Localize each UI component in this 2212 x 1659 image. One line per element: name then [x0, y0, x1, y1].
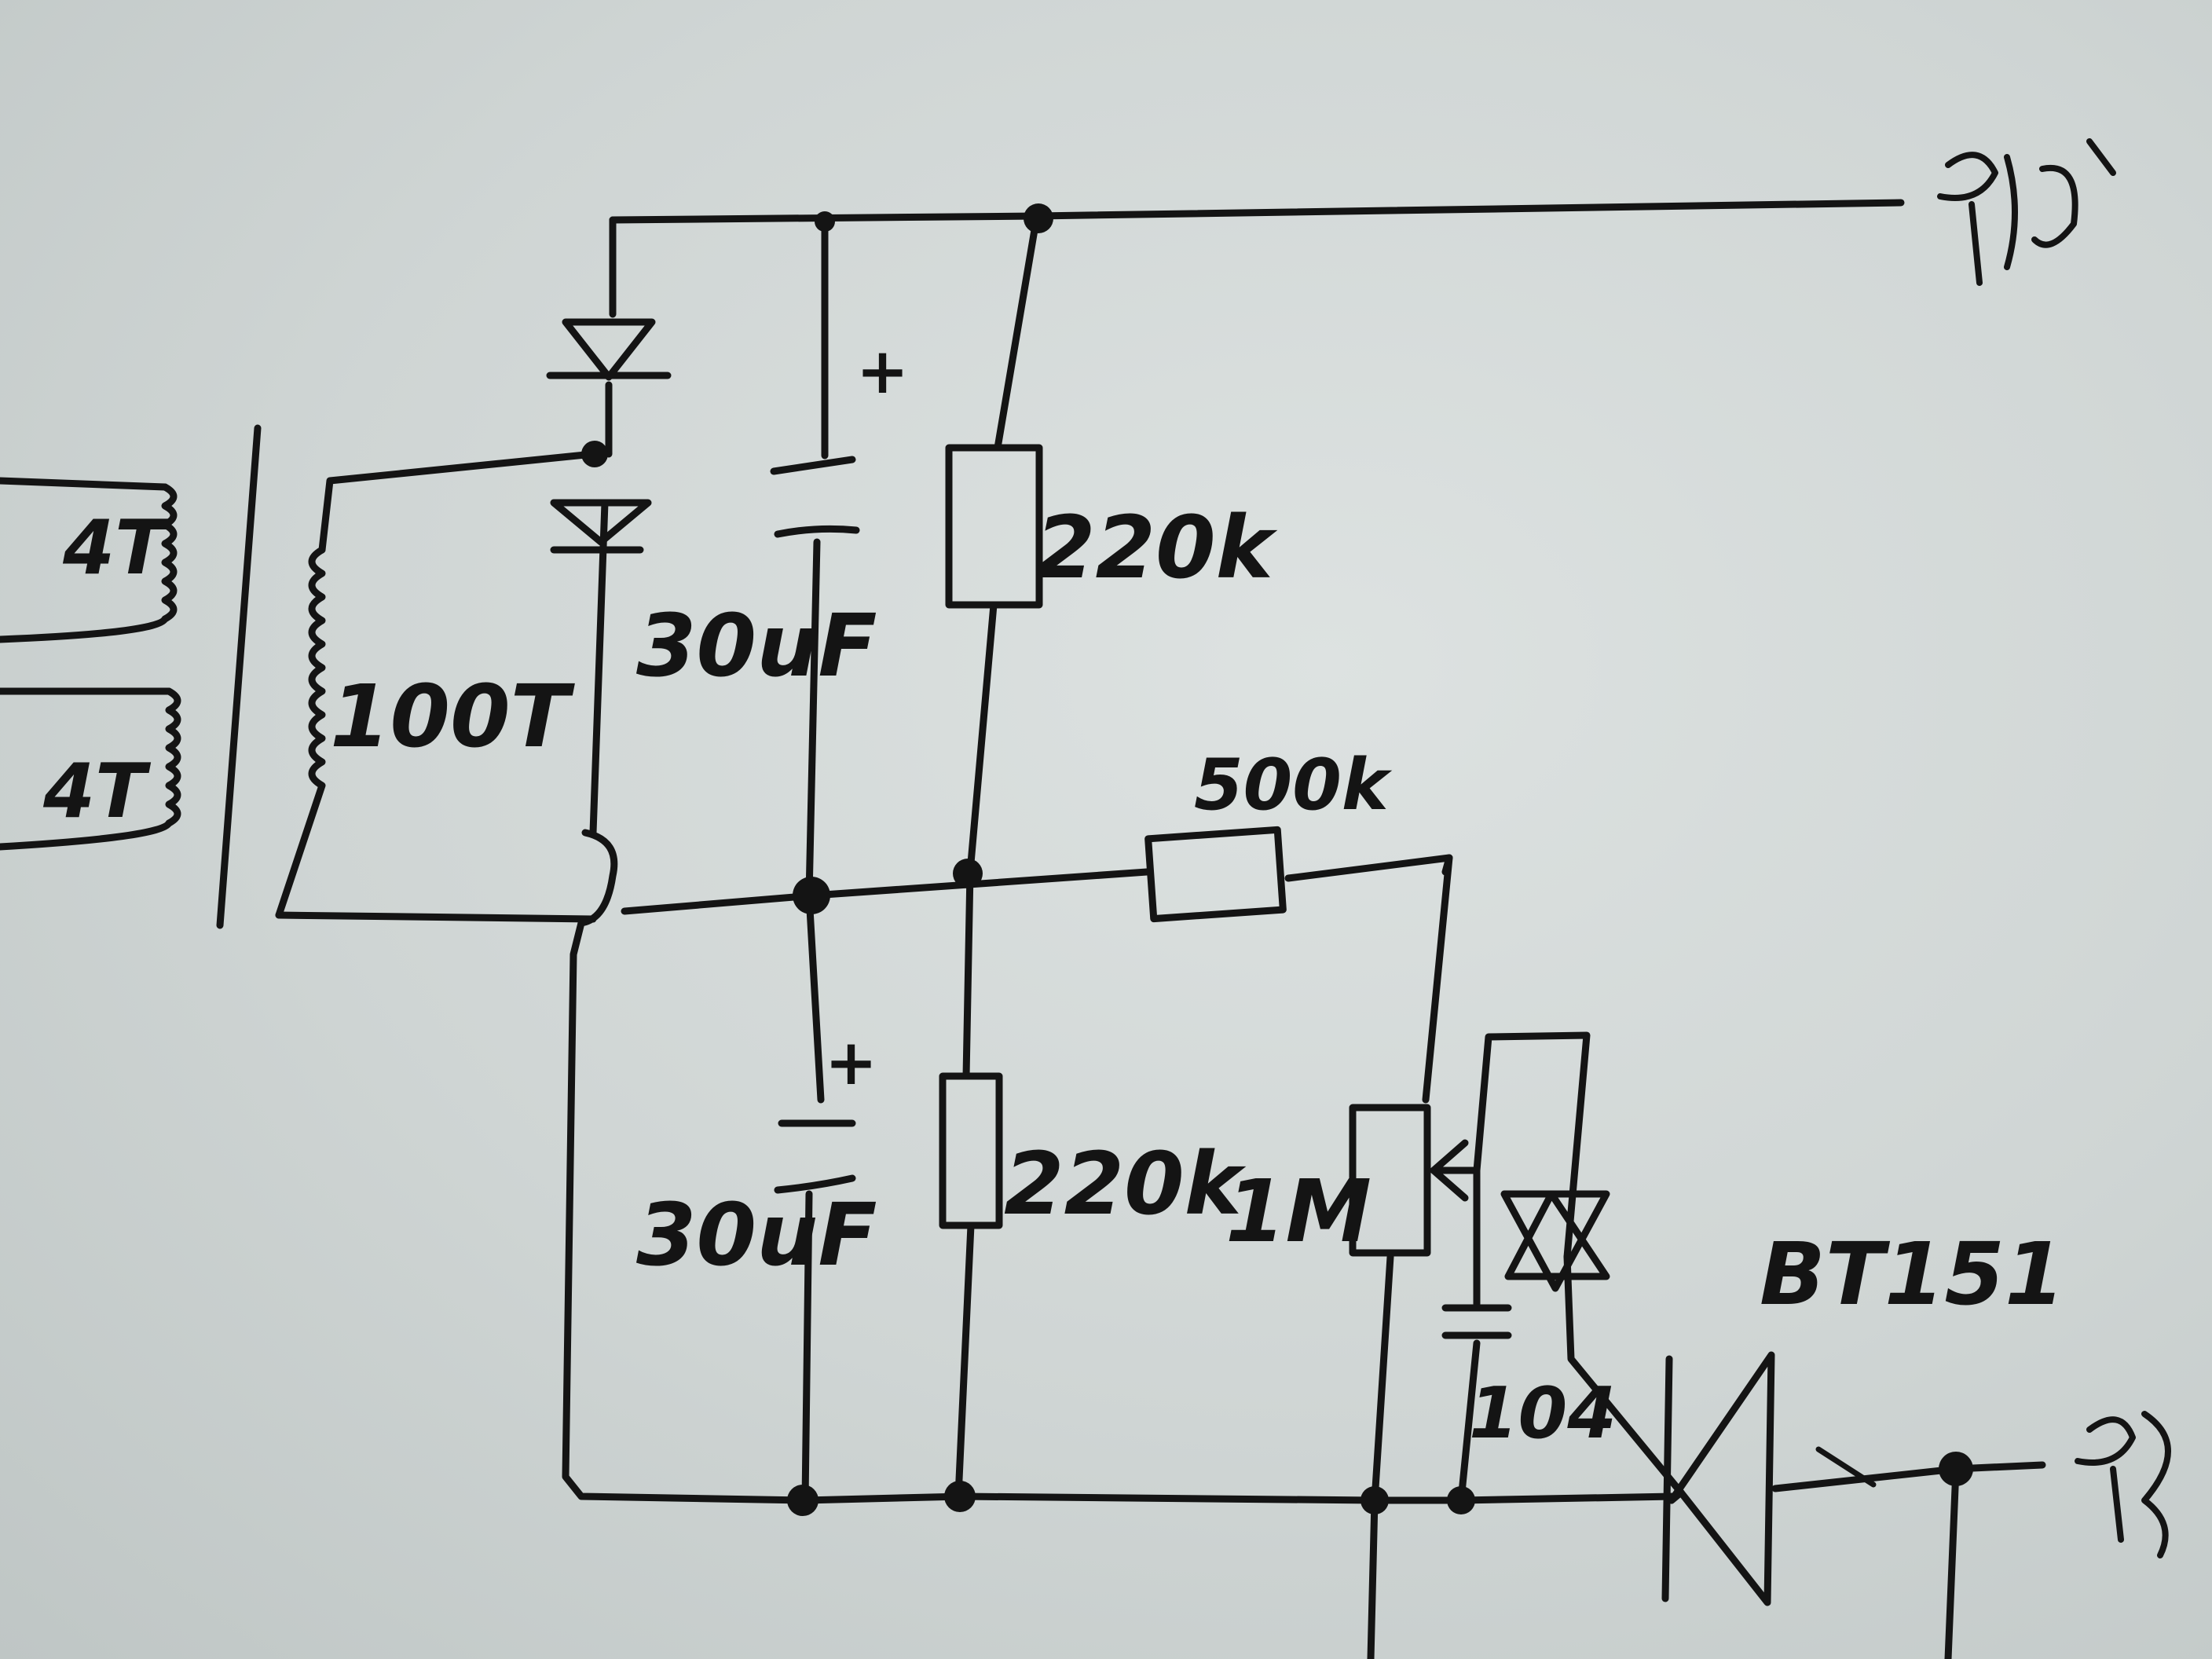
left-rail	[562, 216, 809, 1504]
secondary-winding: 100T	[275, 450, 817, 923]
junction-dot	[581, 441, 608, 467]
pot-label: 1M	[1225, 1161, 1372, 1262]
junction-dot	[1447, 1486, 1475, 1514]
diode-upper	[546, 318, 672, 381]
res-series: 500k	[1144, 744, 1453, 923]
junction-dot	[944, 1481, 976, 1512]
transformer-core	[216, 424, 262, 929]
junction-dot	[1361, 1486, 1389, 1514]
top-rail	[609, 199, 1905, 224]
junction-dot	[1939, 1452, 1973, 1486]
junction-dot	[815, 211, 835, 232]
res-lower-label: 220k	[1004, 1133, 1247, 1234]
junction-dot	[787, 1485, 819, 1516]
res-upper-label: 220k	[1035, 497, 1278, 598]
bottom-rail	[801, 1461, 2046, 1504]
junction-dot	[953, 859, 983, 888]
primary-upper-label: 4T	[62, 505, 171, 591]
potentiometer: 1M	[1225, 854, 1481, 1659]
triac: BT151	[1661, 1224, 2065, 1606]
secondary-label: 100T	[330, 666, 576, 767]
cap-upper-label: 30uF	[636, 595, 877, 696]
cap-lower-plus: +	[825, 1026, 877, 1099]
res-series-label: 500k	[1194, 744, 1393, 826]
cap-upper-plus: +	[856, 335, 909, 408]
top-terminal-label	[1937, 138, 2116, 286]
res-upper-body	[945, 444, 1043, 609]
primary-winding: 4T 4T	[0, 477, 181, 851]
res-lower-body	[939, 1072, 1003, 1229]
cap-lower-label: 30uF	[636, 1185, 877, 1285]
trigger-network: 104	[1441, 1031, 1685, 1504]
triac-label: BT151	[1760, 1224, 2065, 1324]
capacitor-column: + + 30uF 30uF	[636, 218, 909, 1504]
primary-lower-label: 4T	[42, 749, 152, 835]
diode-lower	[550, 499, 652, 554]
junction-dot	[793, 877, 830, 914]
junction-dot	[1024, 203, 1053, 233]
bottom-terminal-label	[2075, 1411, 2171, 1558]
resistor-column: 220k 220k	[939, 212, 1278, 1500]
mid-rail	[809, 868, 1151, 899]
bottom-right-lead	[1944, 1465, 1960, 1659]
junctions	[581, 203, 1973, 1516]
